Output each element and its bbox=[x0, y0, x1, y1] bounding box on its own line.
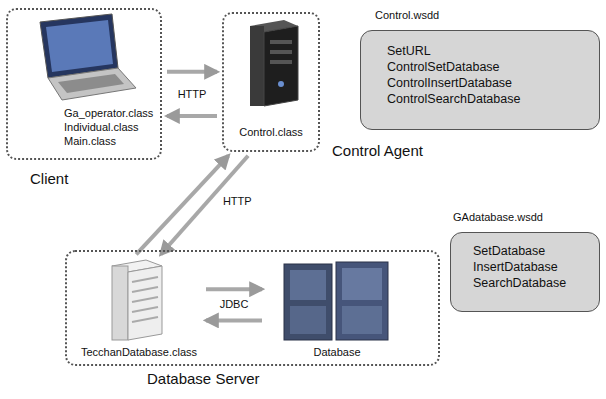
protocol-label: JDBC bbox=[218, 298, 251, 311]
laptop-screen bbox=[40, 14, 118, 78]
database-panel bbox=[290, 270, 326, 300]
class-name: Control.class bbox=[224, 126, 318, 138]
server-front bbox=[264, 26, 298, 106]
database-name: Database bbox=[267, 346, 407, 358]
server-bay bbox=[270, 60, 292, 64]
protocol-label: HTTP bbox=[221, 195, 254, 208]
database-panel bbox=[342, 268, 382, 300]
class-name: TecchanDatabase.class bbox=[77, 346, 201, 358]
arrow-connector bbox=[167, 70, 217, 74]
arrow-connector bbox=[167, 114, 217, 118]
server-front bbox=[128, 266, 162, 340]
database-cabinet bbox=[284, 264, 332, 340]
protocol-label: HTTP bbox=[176, 88, 209, 101]
group-label: Client bbox=[30, 170, 68, 187]
server-slot bbox=[132, 297, 158, 302]
wsdd-box: Control.wsddSetURL ControlSetDatabase Co… bbox=[360, 30, 600, 130]
server-bay bbox=[270, 50, 292, 54]
method-list: SetDatabase InsertDatabase SearchDatabas… bbox=[473, 243, 566, 291]
laptop-base bbox=[48, 68, 136, 100]
server-slot bbox=[132, 317, 158, 322]
database-panel bbox=[342, 306, 382, 334]
arrow-connector bbox=[136, 156, 228, 255]
group-label: Database Server bbox=[147, 370, 260, 387]
laptop-keyboard bbox=[58, 74, 124, 93]
server-slot bbox=[132, 307, 158, 312]
laptop-display bbox=[46, 20, 113, 72]
client-group: Ga_operator.class Individual.class Main.… bbox=[6, 8, 162, 160]
class-list: Ga_operator.class Individual.class Main.… bbox=[64, 106, 153, 148]
file-name: GAdatabase.wsdd bbox=[453, 211, 543, 223]
database-cabinet bbox=[336, 262, 388, 340]
arrow-connector bbox=[206, 318, 262, 322]
database-panel bbox=[290, 306, 326, 334]
server-node: TecchanDatabase.class bbox=[77, 258, 201, 362]
server-light bbox=[278, 81, 284, 87]
wsdd-box: GAdatabase.wsddSetDatabase InsertDatabas… bbox=[450, 232, 600, 312]
arrow-connector bbox=[206, 287, 262, 291]
database-node: Database bbox=[267, 258, 407, 362]
server-group: TecchanDatabase.classDatabaseDatabase Se… bbox=[65, 250, 440, 366]
server-side bbox=[250, 26, 264, 106]
method-list: SetURL ControlSetDatabase ControlInsertD… bbox=[387, 43, 520, 107]
server-bay bbox=[270, 40, 292, 44]
server-side bbox=[112, 266, 128, 340]
agent-group: Control.classControl Agent bbox=[222, 12, 320, 152]
server-slot bbox=[132, 277, 158, 282]
group-label: Control Agent bbox=[332, 142, 423, 159]
file-name: Control.wsdd bbox=[375, 9, 439, 21]
server-slot bbox=[132, 287, 158, 292]
